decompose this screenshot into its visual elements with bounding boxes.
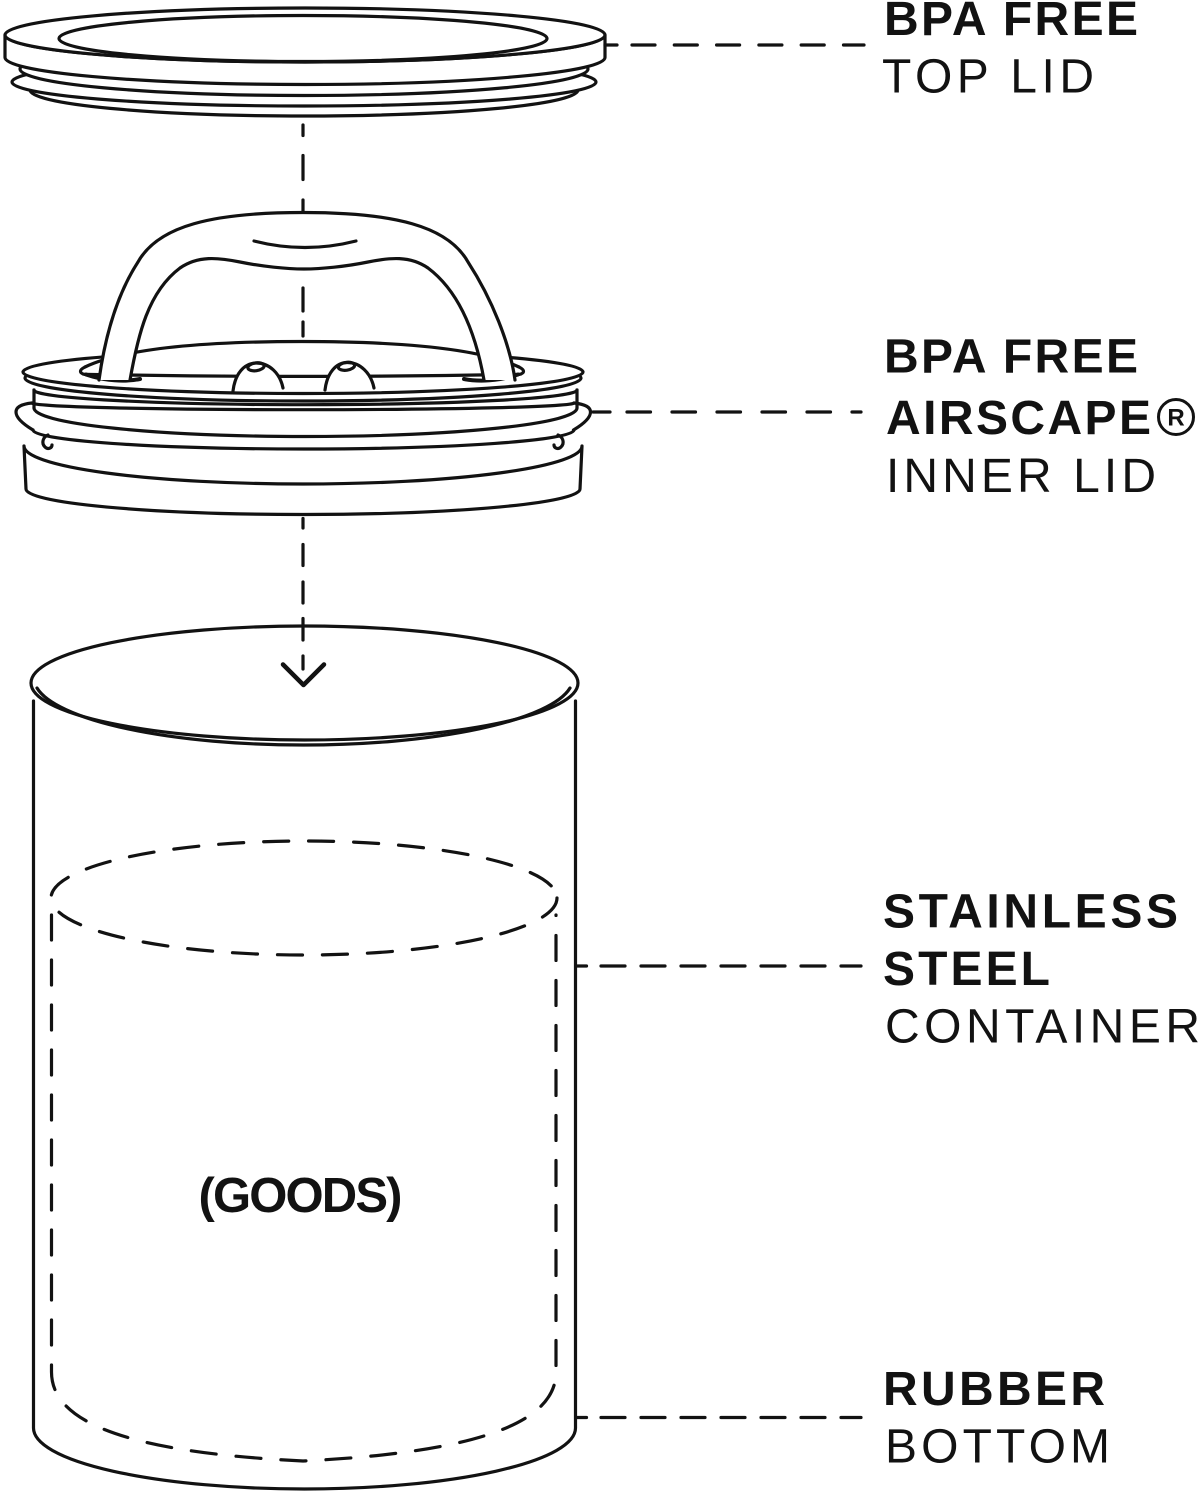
svg-text:CONTAINER: CONTAINER — [885, 1001, 1200, 1054]
svg-text:BOTTOM: BOTTOM — [885, 1421, 1110, 1474]
svg-text:AIRSCAPE: AIRSCAPE — [886, 392, 1151, 445]
svg-text:BPA FREE: BPA FREE — [884, 331, 1138, 384]
svg-text:(GOODS): (GOODS) — [199, 1169, 403, 1223]
svg-text:STEEL: STEEL — [883, 943, 1050, 996]
svg-text:STAINLESS: STAINLESS — [883, 886, 1178, 939]
svg-text:INNER LID: INNER LID — [886, 450, 1156, 503]
svg-text:R: R — [1167, 405, 1184, 432]
svg-text:BPA FREE: BPA FREE — [884, 0, 1138, 46]
